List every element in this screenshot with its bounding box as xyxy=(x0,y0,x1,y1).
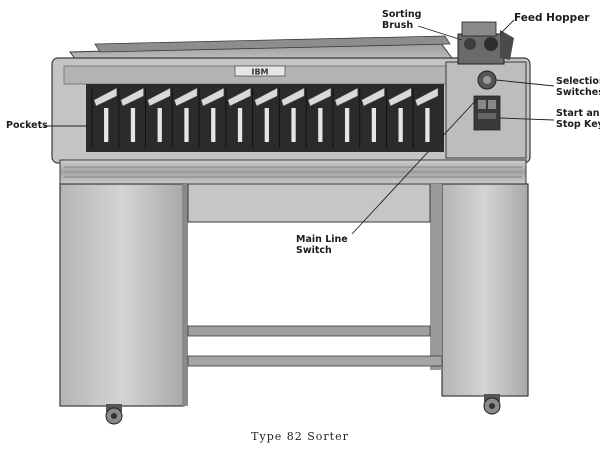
caster-right xyxy=(483,394,501,415)
leader-lines xyxy=(44,19,555,235)
leader-sorting-brush xyxy=(417,25,463,41)
left-cabinet xyxy=(59,183,188,407)
pocket xyxy=(225,87,251,148)
figure-caption: Type 82 Sorter xyxy=(251,430,349,443)
leader-start-stop-keys xyxy=(499,117,555,121)
label-selection-switches: Selection Switches xyxy=(556,76,600,98)
caster-left xyxy=(105,404,123,425)
leader-feed-hopper xyxy=(499,19,515,35)
pocket xyxy=(359,87,385,148)
label-start-stop-keys: Start and Stop Keys xyxy=(556,108,600,130)
pocket-row xyxy=(91,87,439,148)
label-main-line-switch: Main Line Switch xyxy=(296,234,348,256)
leader-main-line-switch xyxy=(351,97,479,235)
pocket xyxy=(412,87,439,148)
pocket xyxy=(385,87,412,148)
feed-hopper xyxy=(457,21,514,65)
chrome-band xyxy=(59,159,527,185)
leader-selection-switches xyxy=(495,79,555,87)
pocket xyxy=(91,87,118,148)
pocket xyxy=(305,87,332,148)
pocket-area xyxy=(86,84,444,152)
label-feed-hopper: Feed Hopper xyxy=(514,12,590,24)
right-cabinet xyxy=(430,183,529,397)
pocket xyxy=(198,87,225,148)
pocket xyxy=(171,87,198,148)
label-pockets: Pockets xyxy=(6,120,48,131)
center-frame xyxy=(187,183,443,367)
nameplate: IBM xyxy=(234,65,286,77)
control-panel xyxy=(445,61,527,159)
pocket xyxy=(332,87,358,148)
nameplate-text: IBM xyxy=(251,68,268,77)
pocket xyxy=(145,87,171,148)
pocket xyxy=(252,87,278,148)
label-sorting-brush: Sorting Brush xyxy=(382,9,422,31)
pocket xyxy=(278,87,305,148)
pocket xyxy=(118,87,144,148)
